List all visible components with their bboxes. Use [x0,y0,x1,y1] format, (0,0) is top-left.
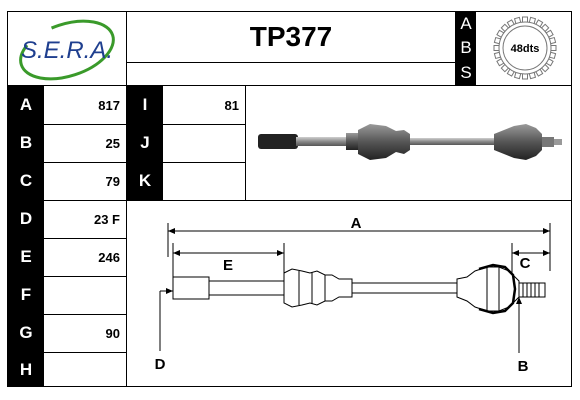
spec-value-i: 81 [224,97,239,113]
spec-value-c: 79 [105,173,120,189]
spec-sheet-frame [7,11,572,387]
abs-teeth-count: 48dts [511,43,540,55]
brand-name: S.E.R.A. [21,37,113,64]
dimension-label-c: C [520,255,531,272]
gear-icon: 48dts [493,16,557,80]
brand-logo-icon: S.E.R.A. [19,19,115,81]
driveshaft-photo-image [258,124,562,160]
dimension-drawing: A E C D B [155,215,551,375]
spec-label-k: K [127,162,163,200]
spec-label-g: G [8,314,44,352]
abs-letter-a: A [456,12,476,36]
spec-value-d: 23 F [93,211,120,227]
abs-ring-gear: 48dts [476,12,571,85]
spec-value-g: 90 [105,325,120,341]
spec-value-f [44,276,126,314]
spec-label-f: F [8,276,44,314]
spec-value-j [163,124,245,162]
part-number-title: TP377 [249,21,333,52]
spec-value-k [163,162,245,200]
spec-label-b: B [8,124,44,162]
spec-label-i: I [127,86,163,124]
spec-value-h [44,352,126,387]
dimension-label-d: D [155,356,166,373]
brand-logo: S.E.R.A. [8,12,126,85]
dimension-label-a: A [351,215,362,232]
spec-value-b: 25 [105,135,120,151]
spec-label-c: C [8,162,44,200]
dimension-label-b: B [518,358,529,375]
dimension-label-e: E [223,257,233,274]
driveshaft-photo [246,86,572,200]
spec-label-d: D [8,200,44,238]
spec-label-e: E [8,238,44,276]
dimension-diagram: A E C D B [127,201,572,387]
spec-value-e: 246 [98,249,120,265]
abs-letter-s: S [456,60,476,85]
spec-label-h: H [8,352,44,387]
spec-label-a: A [8,86,44,124]
spec-label-j: J [127,124,163,162]
abs-letter-b: B [456,36,476,60]
spec-value-a: 817 [98,97,120,113]
